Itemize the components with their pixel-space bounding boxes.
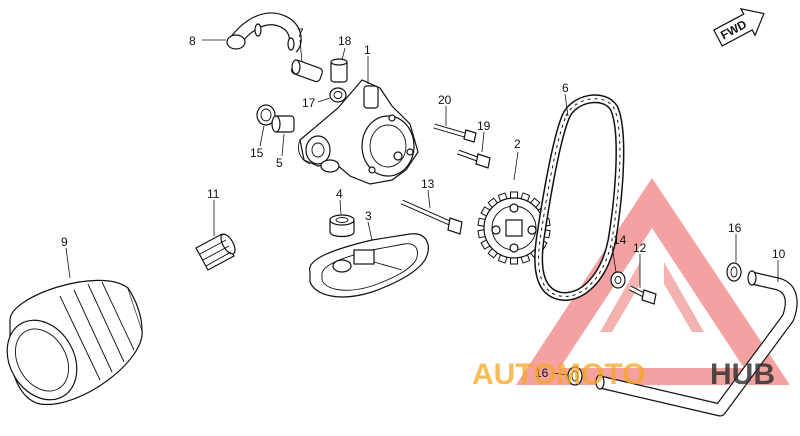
callout-19: 19 [477,119,491,133]
callout-7: 7 [297,26,304,40]
bolt-part-19 [457,149,491,169]
collar-part-5 [271,115,295,133]
oil-strainer-part-3 [309,233,429,298]
washer-part-14 [610,271,626,289]
fitting-part-18 [330,58,348,83]
drive-chain-part-6 [534,94,625,301]
callout-16-lower: 16 [535,366,549,380]
strainer-seal-part-4 [329,214,355,238]
callout-2: 2 [514,137,521,151]
watermark-word-moto: MOTO [556,358,645,391]
callout-3: 3 [365,209,372,223]
callout-15: 15 [250,146,264,160]
leader-lines [65,39,779,376]
hose-fitting-part-7 [291,59,323,83]
oil-pipe-part-10 [595,270,798,417]
bolt-part-12 [628,285,657,305]
watermark-word-hub: HUB [710,358,775,391]
callout-5: 5 [276,156,283,170]
callout-8: 8 [189,34,196,48]
oil-pump-part-1 [298,79,419,185]
o-ring-part-16-lower [567,366,583,386]
callout-10: 10 [772,247,786,261]
callout-20: 20 [438,93,452,107]
fwd-arrow-icon: FWD [712,7,765,47]
callout-13: 13 [421,177,435,191]
oil-hose-part-8 [226,12,302,53]
pump-sprocket-part-2 [477,191,551,265]
watermark-word-auto: AUTO [472,358,556,391]
o-ring-part-17 [329,87,347,103]
callout-11: 11 [207,187,220,201]
o-ring-part-15 [256,104,276,126]
bolt-part-13 [400,199,463,235]
callout-6: 6 [562,81,569,95]
watermark-text: AUTO MOTO HUB [472,358,775,391]
callout-16-upper: 16 [728,221,742,235]
callout-4: 4 [336,187,343,201]
bolt-part-20 [433,123,477,143]
threaded-fitting-part-11 [195,233,236,271]
oil-filter-part-9 [6,279,143,406]
callout-9: 9 [61,235,68,249]
callout-12: 12 [633,241,647,255]
callout-14: 14 [613,233,627,247]
callout-1: 1 [364,43,371,57]
callout-18: 18 [338,34,352,48]
callout-labels: 8 7 18 1 17 15 5 20 19 2 6 4 3 13 11 9 1… [61,26,786,380]
callout-17: 17 [302,96,316,110]
o-ring-part-16-upper [726,262,742,282]
